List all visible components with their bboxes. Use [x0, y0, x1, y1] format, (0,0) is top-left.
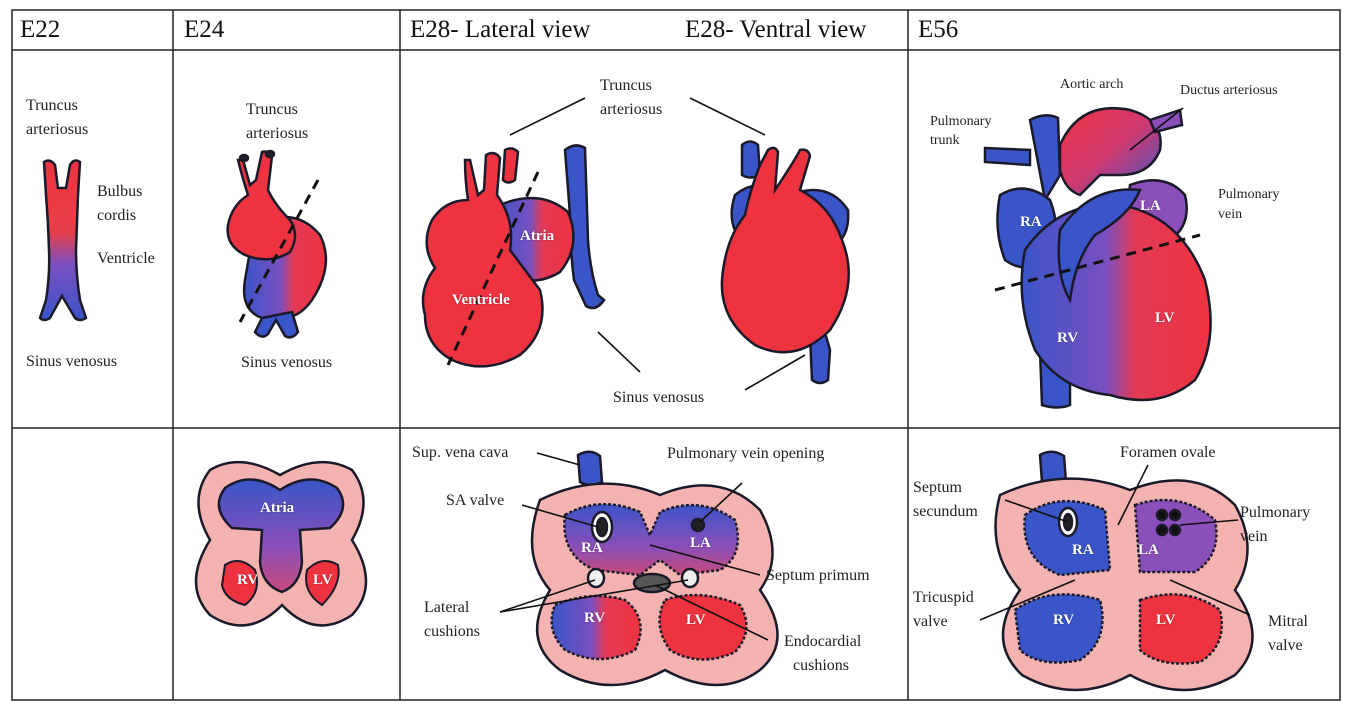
e56-rv-label: RV: [1057, 330, 1078, 347]
e28-septum-primum-label: Septum primum: [766, 566, 870, 586]
e56-pulmonary-vein2-label-l2: vein: [1240, 527, 1268, 547]
e28-la-label: LA: [690, 535, 711, 552]
e24-rv-label: RV: [237, 572, 258, 589]
e28-endocardial-cushions-label-l2: cushions: [793, 656, 849, 676]
header-e28-ventral: E28- Ventral view: [685, 16, 866, 44]
e28-truncus-label-l2: arteriosus: [600, 100, 662, 120]
e28-atria-label: Atria: [520, 228, 554, 245]
e28-rv-label: RV: [584, 610, 605, 627]
e56-pulmonary-vein-label-l1: Pulmonary: [1218, 185, 1279, 205]
e28-lv-label: LV: [686, 612, 705, 629]
e24-atria-label: Atria: [260, 500, 294, 517]
e24-truncus-label-l2: arteriosus: [246, 124, 308, 144]
e28-endocardial-cushions-label-l1: Endocardial: [784, 632, 861, 652]
e24-lv-label: LV: [313, 572, 332, 589]
header-e22: E22: [20, 16, 60, 44]
e56-lv-label: LV: [1155, 310, 1174, 327]
e22-truncus-label-l2: arteriosus: [26, 120, 88, 140]
header-e56: E56: [918, 16, 958, 44]
e24-truncus-label-l1: Truncus: [246, 100, 298, 120]
e28-sinus-label: Sinus venosus: [613, 388, 704, 408]
e22-bulbus-label-l1: Bulbus: [97, 182, 142, 202]
e56-la2-label: LA: [1138, 542, 1159, 559]
e28-lateral-cushions-label-l1: Lateral: [424, 598, 469, 618]
e56-pulmonary-trunk-label-l1: Pulmonary: [930, 112, 991, 132]
e56-cross-section: [996, 452, 1253, 690]
e24-cross-section: [196, 462, 366, 625]
e56-lv2-label: LV: [1156, 612, 1175, 629]
e22-bulbus-label-l2: cordis: [97, 206, 136, 226]
e28-pulmonary-vein-opening-label: Pulmonary vein opening: [667, 444, 824, 464]
e56-ra-label: RA: [1020, 214, 1042, 231]
header-e24: E24: [184, 16, 224, 44]
e56-pulmonary-vein2-label-l1: Pulmonary: [1240, 503, 1310, 523]
e22-truncus-label-l1: Truncus: [26, 96, 78, 116]
e56-heart: [985, 108, 1211, 407]
e28-lateral-heart: [423, 145, 604, 366]
e22-ventricle-label: Ventricle: [97, 249, 155, 269]
e56-ductus-label: Ductus arteriosus: [1180, 81, 1278, 101]
e56-pulmonary-vein-label-l2: vein: [1218, 205, 1242, 225]
e28-ventral-heart: [722, 142, 849, 384]
e22-sinus-label: Sinus venosus: [26, 352, 117, 372]
e28-cross-section: [532, 452, 778, 685]
e56-pulmonary-trunk-label-l2: trunk: [930, 131, 960, 151]
e56-aortic-arch-label: Aortic arch: [1060, 75, 1123, 95]
e56-septum-secundum-label-l2: secundum: [913, 502, 978, 522]
e56-la-label: LA: [1140, 198, 1161, 215]
e56-ra2-label: RA: [1072, 542, 1094, 559]
e28-ra-label: RA: [581, 540, 603, 557]
header-e28-lateral: E28- Lateral view: [410, 16, 590, 44]
e24-sinus-label: Sinus venosus: [241, 353, 332, 373]
e28-ventricle-label: Ventricle: [452, 292, 510, 309]
e22-heart-tube: [40, 161, 86, 320]
e56-tricuspid-label-l2: valve: [913, 612, 948, 632]
e56-rv2-label: RV: [1053, 612, 1074, 629]
e28-sa-valve-label: SA valve: [446, 491, 504, 511]
e28-lateral-cushions-label-l2: cushions: [424, 622, 480, 642]
e28-sup-vena-cava-label: Sup. vena cava: [412, 443, 508, 463]
e28-truncus-label-l1: Truncus: [600, 76, 652, 96]
e56-mitral-label-l1: Mitral: [1268, 612, 1308, 632]
e56-mitral-label-l2: valve: [1268, 636, 1303, 656]
e56-septum-secundum-label-l1: Septum: [913, 478, 962, 498]
e56-tricuspid-label-l1: Tricuspid: [913, 588, 974, 608]
e24-looping-heart: [228, 151, 326, 337]
e56-foramen-ovale-label: Foramen ovale: [1120, 443, 1216, 463]
